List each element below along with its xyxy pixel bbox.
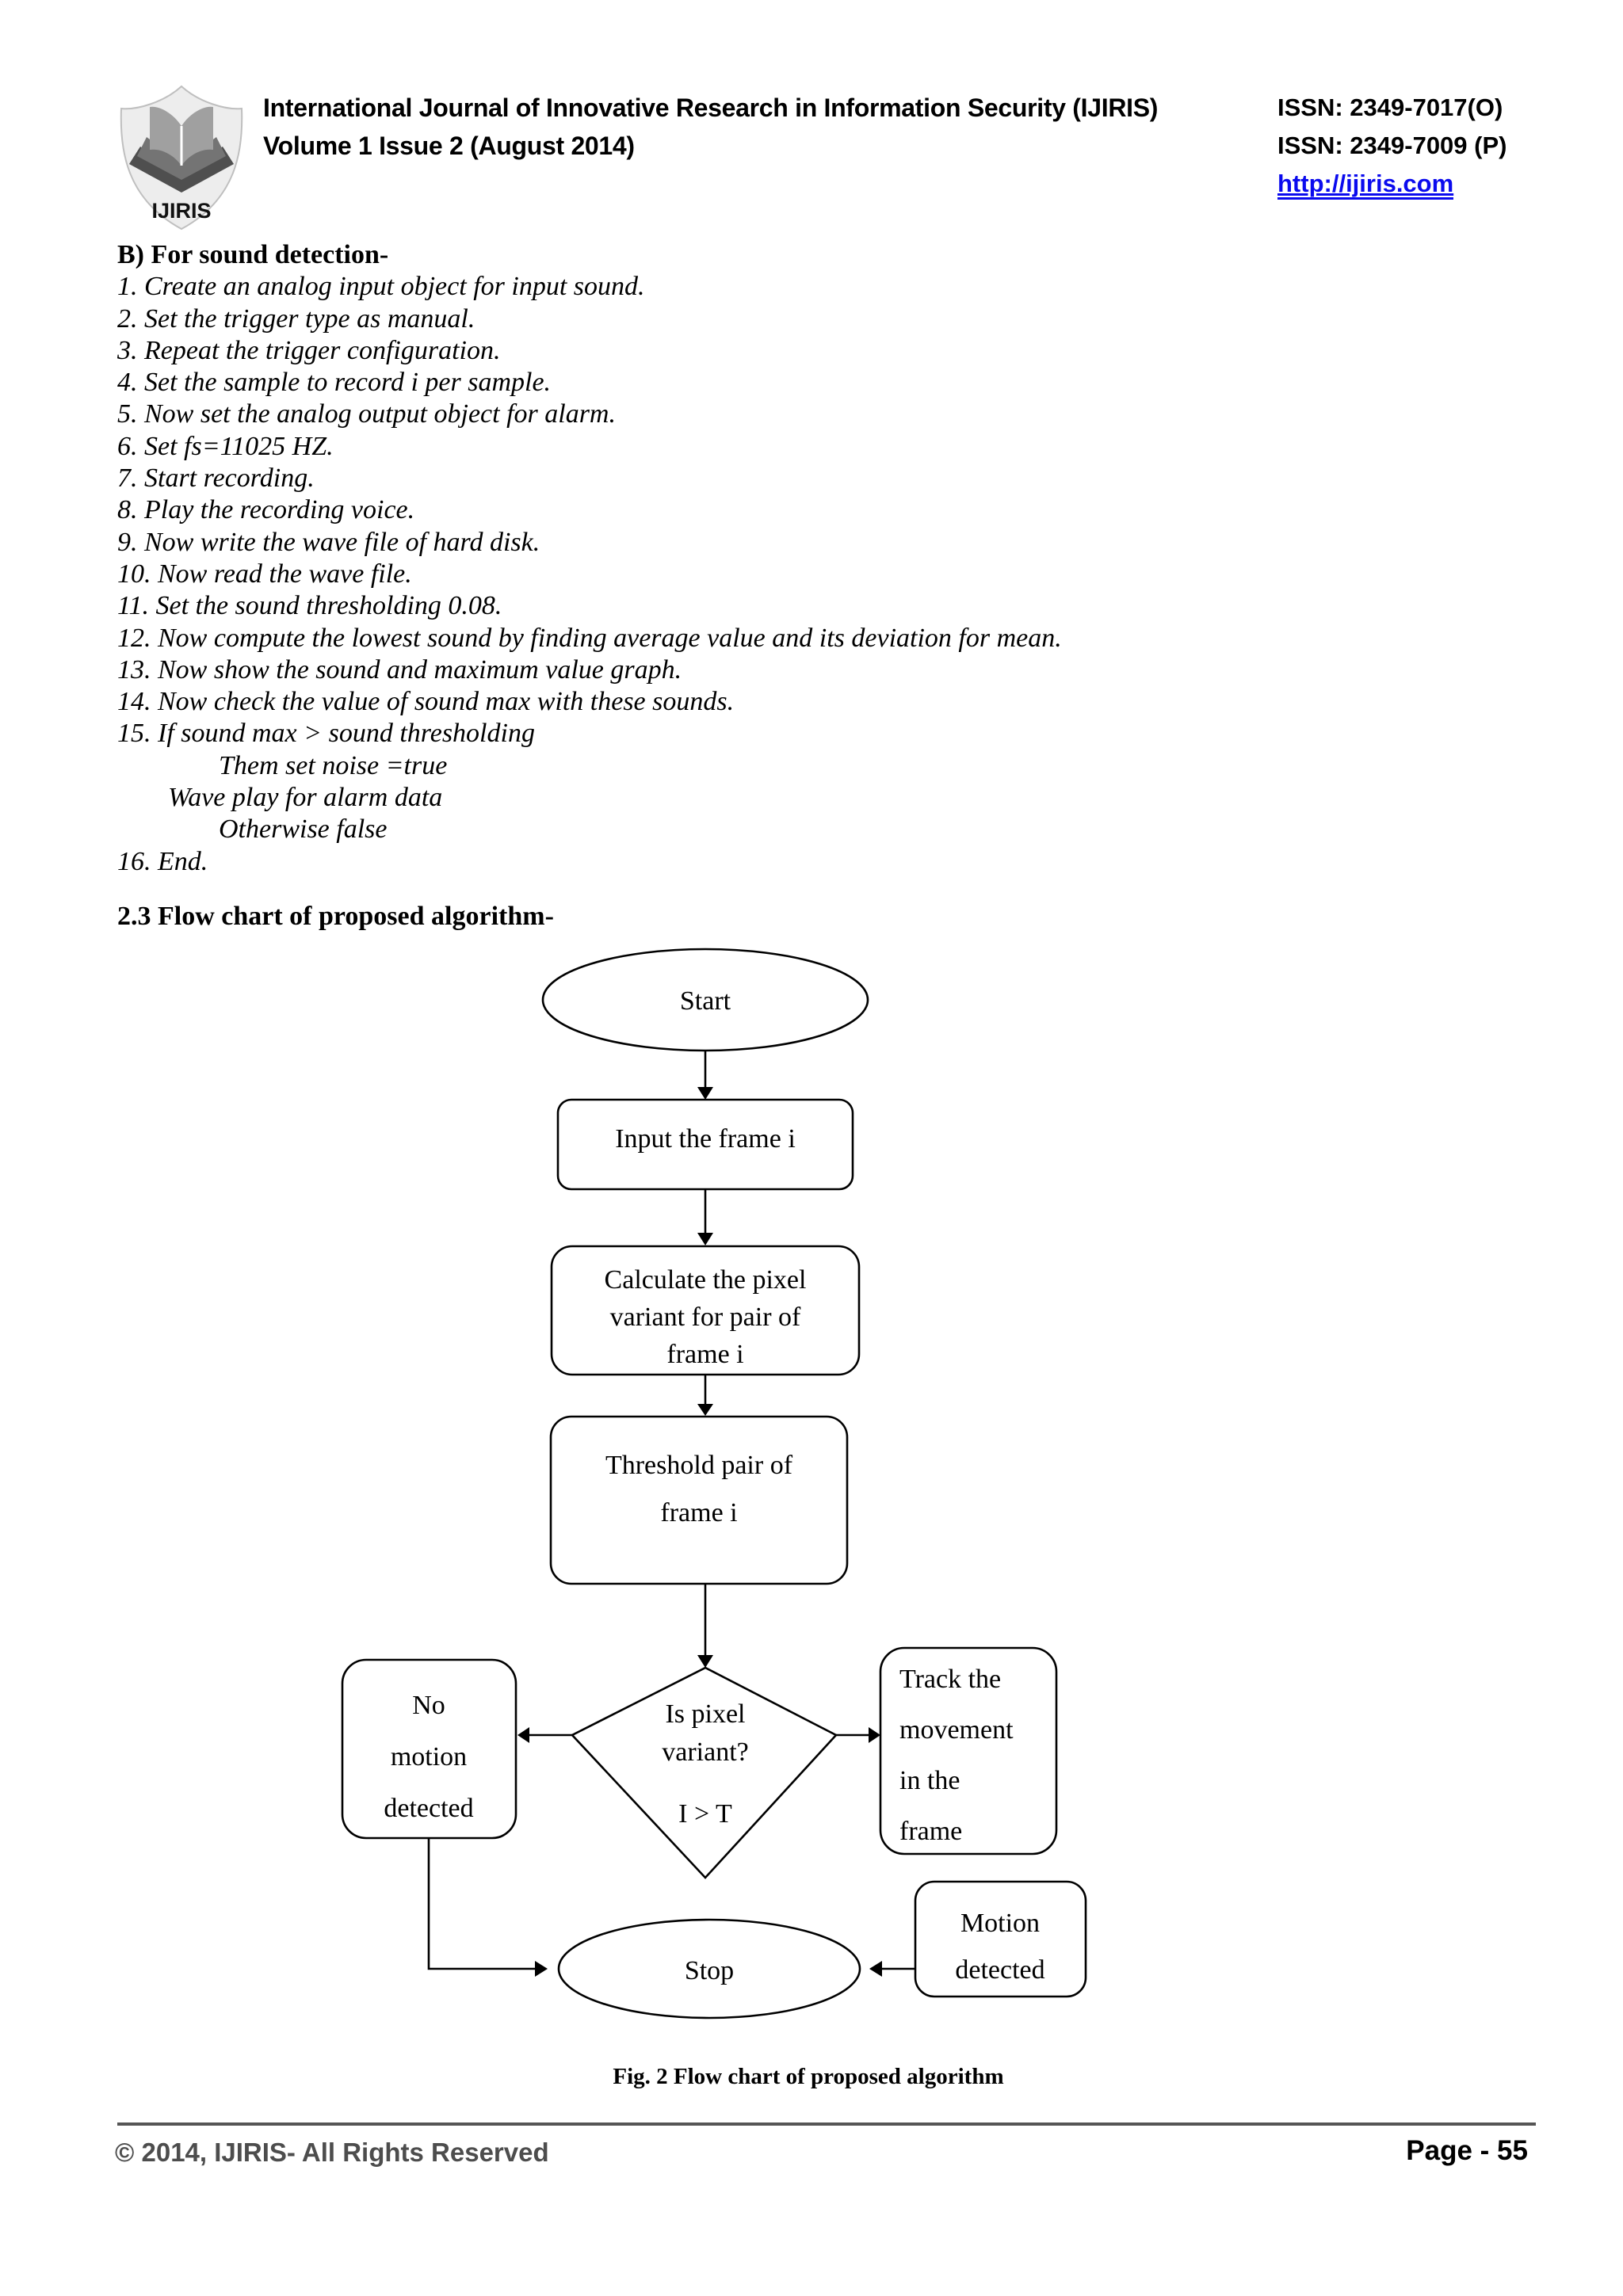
list-item: 10. Now read the wave file. [117,559,412,589]
flowchart-figure: Start Input the frame i Calculate the pi… [341,948,1087,2089]
list-item: 3. Repeat the trigger configuration. [117,335,501,365]
list-item: 11. Set the sound thresholding 0.08. [117,591,502,621]
flow-threshold-line: Threshold pair of [605,1451,793,1480]
issn-print: ISSN: 2349-7009 (P) [1277,132,1507,159]
list-subitem: Them set noise =true [219,750,448,780]
flow-track-line: frame [899,1817,962,1846]
ijiris-logo: IJIRIS [120,85,243,231]
book-leaf-mid-right [181,137,226,180]
flow-decision-line: Is pixel [665,1699,745,1729]
list-item: 2. Set the trigger type as manual. [117,303,475,334]
issn-online: ISSN: 2349-7017(O) [1277,93,1503,121]
flow-stop-label: Stop [685,1956,734,1985]
list-item: 16. End. [117,846,208,876]
arrowhead-left-icon [517,1727,529,1743]
list-item: 7. Start recording. [117,463,315,494]
footer-page-number: Page - 55 [1406,2135,1528,2166]
journal-title: International Journal of Innovative Rese… [263,93,1159,122]
list-subitem: Wave play for alarm data [168,783,443,813]
flow-calculate-line: variant for pair of [610,1302,801,1332]
flow-motion-line: detected [955,1955,1044,1985]
flow-motion-box [914,1880,1087,1998]
list-item: 8. Play the recording voice. [117,495,415,525]
arrowhead-left-icon [869,1961,882,1977]
list-item: 12. Now compute the lowest sound by find… [117,623,1062,653]
arrowhead-right-icon [869,1727,880,1743]
arrowhead-down-icon [697,1404,713,1416]
list-subitem: Otherwise false [219,814,388,845]
flow-decision-line: variant? [662,1737,749,1767]
issn-block: ISSN: 2349-7017(O) ISSN: 2349-7009 (P) h… [1277,89,1507,203]
list-item: 15. If sound max > sound thresholding [117,719,535,749]
arrowhead-down-icon [697,1233,713,1245]
list-item: 6. Set fs=11025 HZ. [117,431,334,461]
flow-input-label: Input the frame i [615,1124,796,1154]
arrowhead-down-icon [697,1655,713,1668]
flow-start-label: Start [680,986,731,1016]
figure-caption: Fig. 2 Flow chart of proposed algorithm [613,2064,1003,2089]
book-page-left [150,106,181,166]
flowchart-section-heading: 2.3 Flow chart of proposed algorithm- [117,902,554,931]
flow-no-motion-line: motion [391,1742,467,1772]
flow-track-line: movement [899,1715,1014,1745]
sound-detection-heading: B) For sound detection- [117,240,389,269]
flow-track-box [879,1646,1058,1855]
flow-track-line: in the [899,1766,960,1795]
journal-volume: Volume 1 Issue 2 (August 2014) [263,132,635,160]
list-item: 5. Now set the analog output object for … [117,399,616,429]
flow-connector [427,1838,535,1970]
flow-decision-line: I > T [678,1799,732,1829]
list-item: 9. Now write the wave file of hard disk. [117,527,540,557]
flow-threshold-box [549,1415,849,1585]
footer-divider [117,2122,1536,2126]
book-leaf-mid-left [137,137,181,180]
arrowhead-right-icon [535,1961,548,1977]
journal-website-link[interactable]: http://ijiris.com [1277,170,1454,200]
list-item: 14. Now check the value of sound max wit… [117,687,735,717]
flow-track-line: Track the [899,1665,1001,1694]
list-item: 13. Now show the sound and maximum value… [117,654,682,685]
flow-no-motion-line: detected [384,1794,473,1823]
book-page-right [181,106,213,166]
arrowhead-down-icon [697,1087,713,1100]
footer-copyright: © 2014, IJIRIS- All Rights Reserved [115,2138,549,2167]
list-item: 1. Create an analog input object for inp… [117,272,645,302]
sound-detection-section: B) For sound detection- 1. Create an ana… [117,239,1465,878]
flow-calculate-line: Calculate the pixel [605,1265,807,1295]
flow-threshold-line: frame i [660,1498,737,1527]
flow-calculate-line: frame i [666,1340,743,1369]
list-item: 4. Set the sample to record i per sample… [117,368,552,398]
flow-stop-ellipse [557,1918,861,2019]
flow-decision-diamond [570,1666,838,1879]
flow-no-motion-line: No [412,1691,445,1720]
logo-text: IJIRIS [151,199,211,223]
journal-title-block: International Journal of Innovative Rese… [263,89,1158,165]
flow-motion-line: Motion [960,1909,1040,1938]
